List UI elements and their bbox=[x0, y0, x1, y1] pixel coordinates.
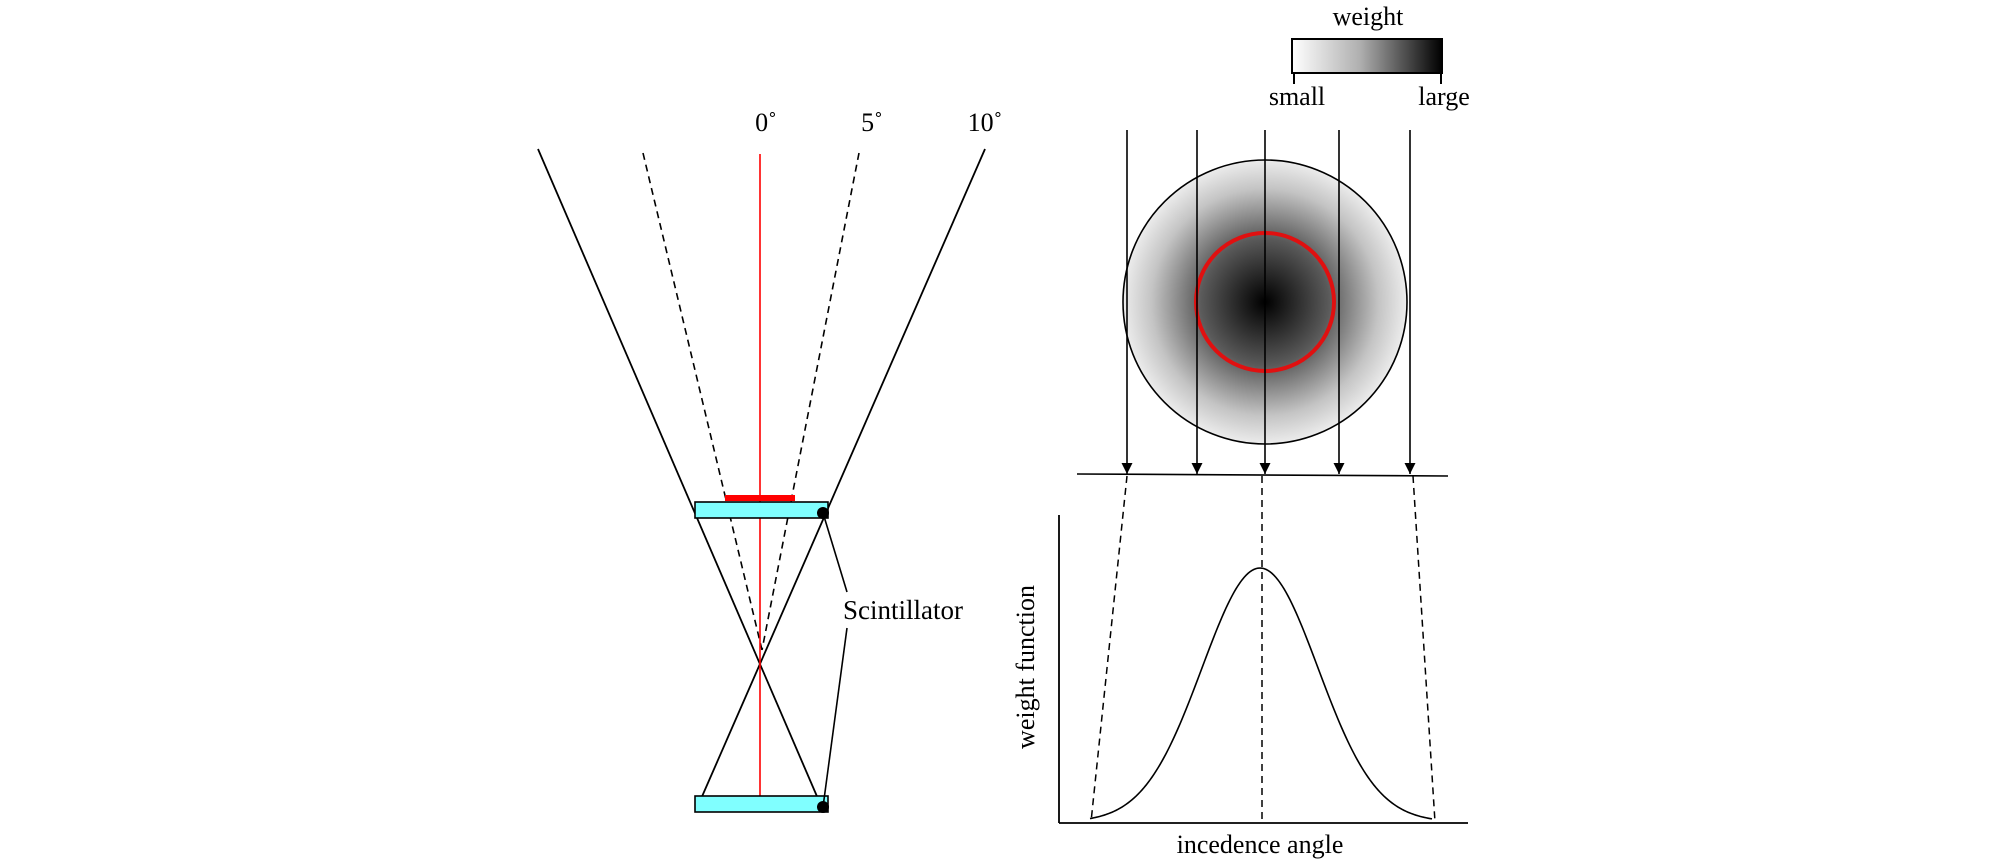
projection-plane-line bbox=[1076, 473, 1449, 477]
detector-geometry: 0˚ 5˚ 10˚ Scintillator bbox=[537, 108, 1003, 813]
cone-5deg-right-line bbox=[761, 152, 860, 651]
colorbar-low-label: small bbox=[1269, 82, 1325, 111]
cone-5deg-left-line bbox=[642, 152, 763, 651]
upper-scintillator bbox=[694, 501, 829, 519]
colorbar-gradient bbox=[1291, 38, 1443, 74]
scintillator-pointer-lower bbox=[822, 627, 848, 808]
weight-function-plot: weight function incedence angle bbox=[1011, 475, 1468, 859]
mapping-dashed-left bbox=[1090, 475, 1128, 823]
plot-y-label: weight function bbox=[1011, 585, 1040, 749]
cone-10deg-left-line bbox=[537, 148, 823, 809]
weighted-source bbox=[1076, 130, 1449, 477]
colorbar-title: weight bbox=[1333, 2, 1405, 31]
scintillator-label: Scintillator bbox=[843, 595, 963, 625]
cone-10deg-right-line bbox=[696, 148, 986, 809]
angle-label-5: 5˚ bbox=[861, 108, 883, 137]
plot-x-label: incedence angle bbox=[1177, 830, 1344, 859]
weight-colorbar: weight small large bbox=[1269, 2, 1470, 111]
lower-scintillator bbox=[694, 795, 829, 813]
angle-label-0: 0˚ bbox=[755, 108, 777, 137]
weight-function-curve bbox=[1089, 567, 1433, 820]
mapping-dashed-right bbox=[1412, 475, 1436, 823]
colorbar-high-label: large bbox=[1418, 82, 1470, 111]
scintillator-pointer-upper bbox=[822, 512, 848, 593]
angle-label-10: 10˚ bbox=[968, 108, 1003, 137]
